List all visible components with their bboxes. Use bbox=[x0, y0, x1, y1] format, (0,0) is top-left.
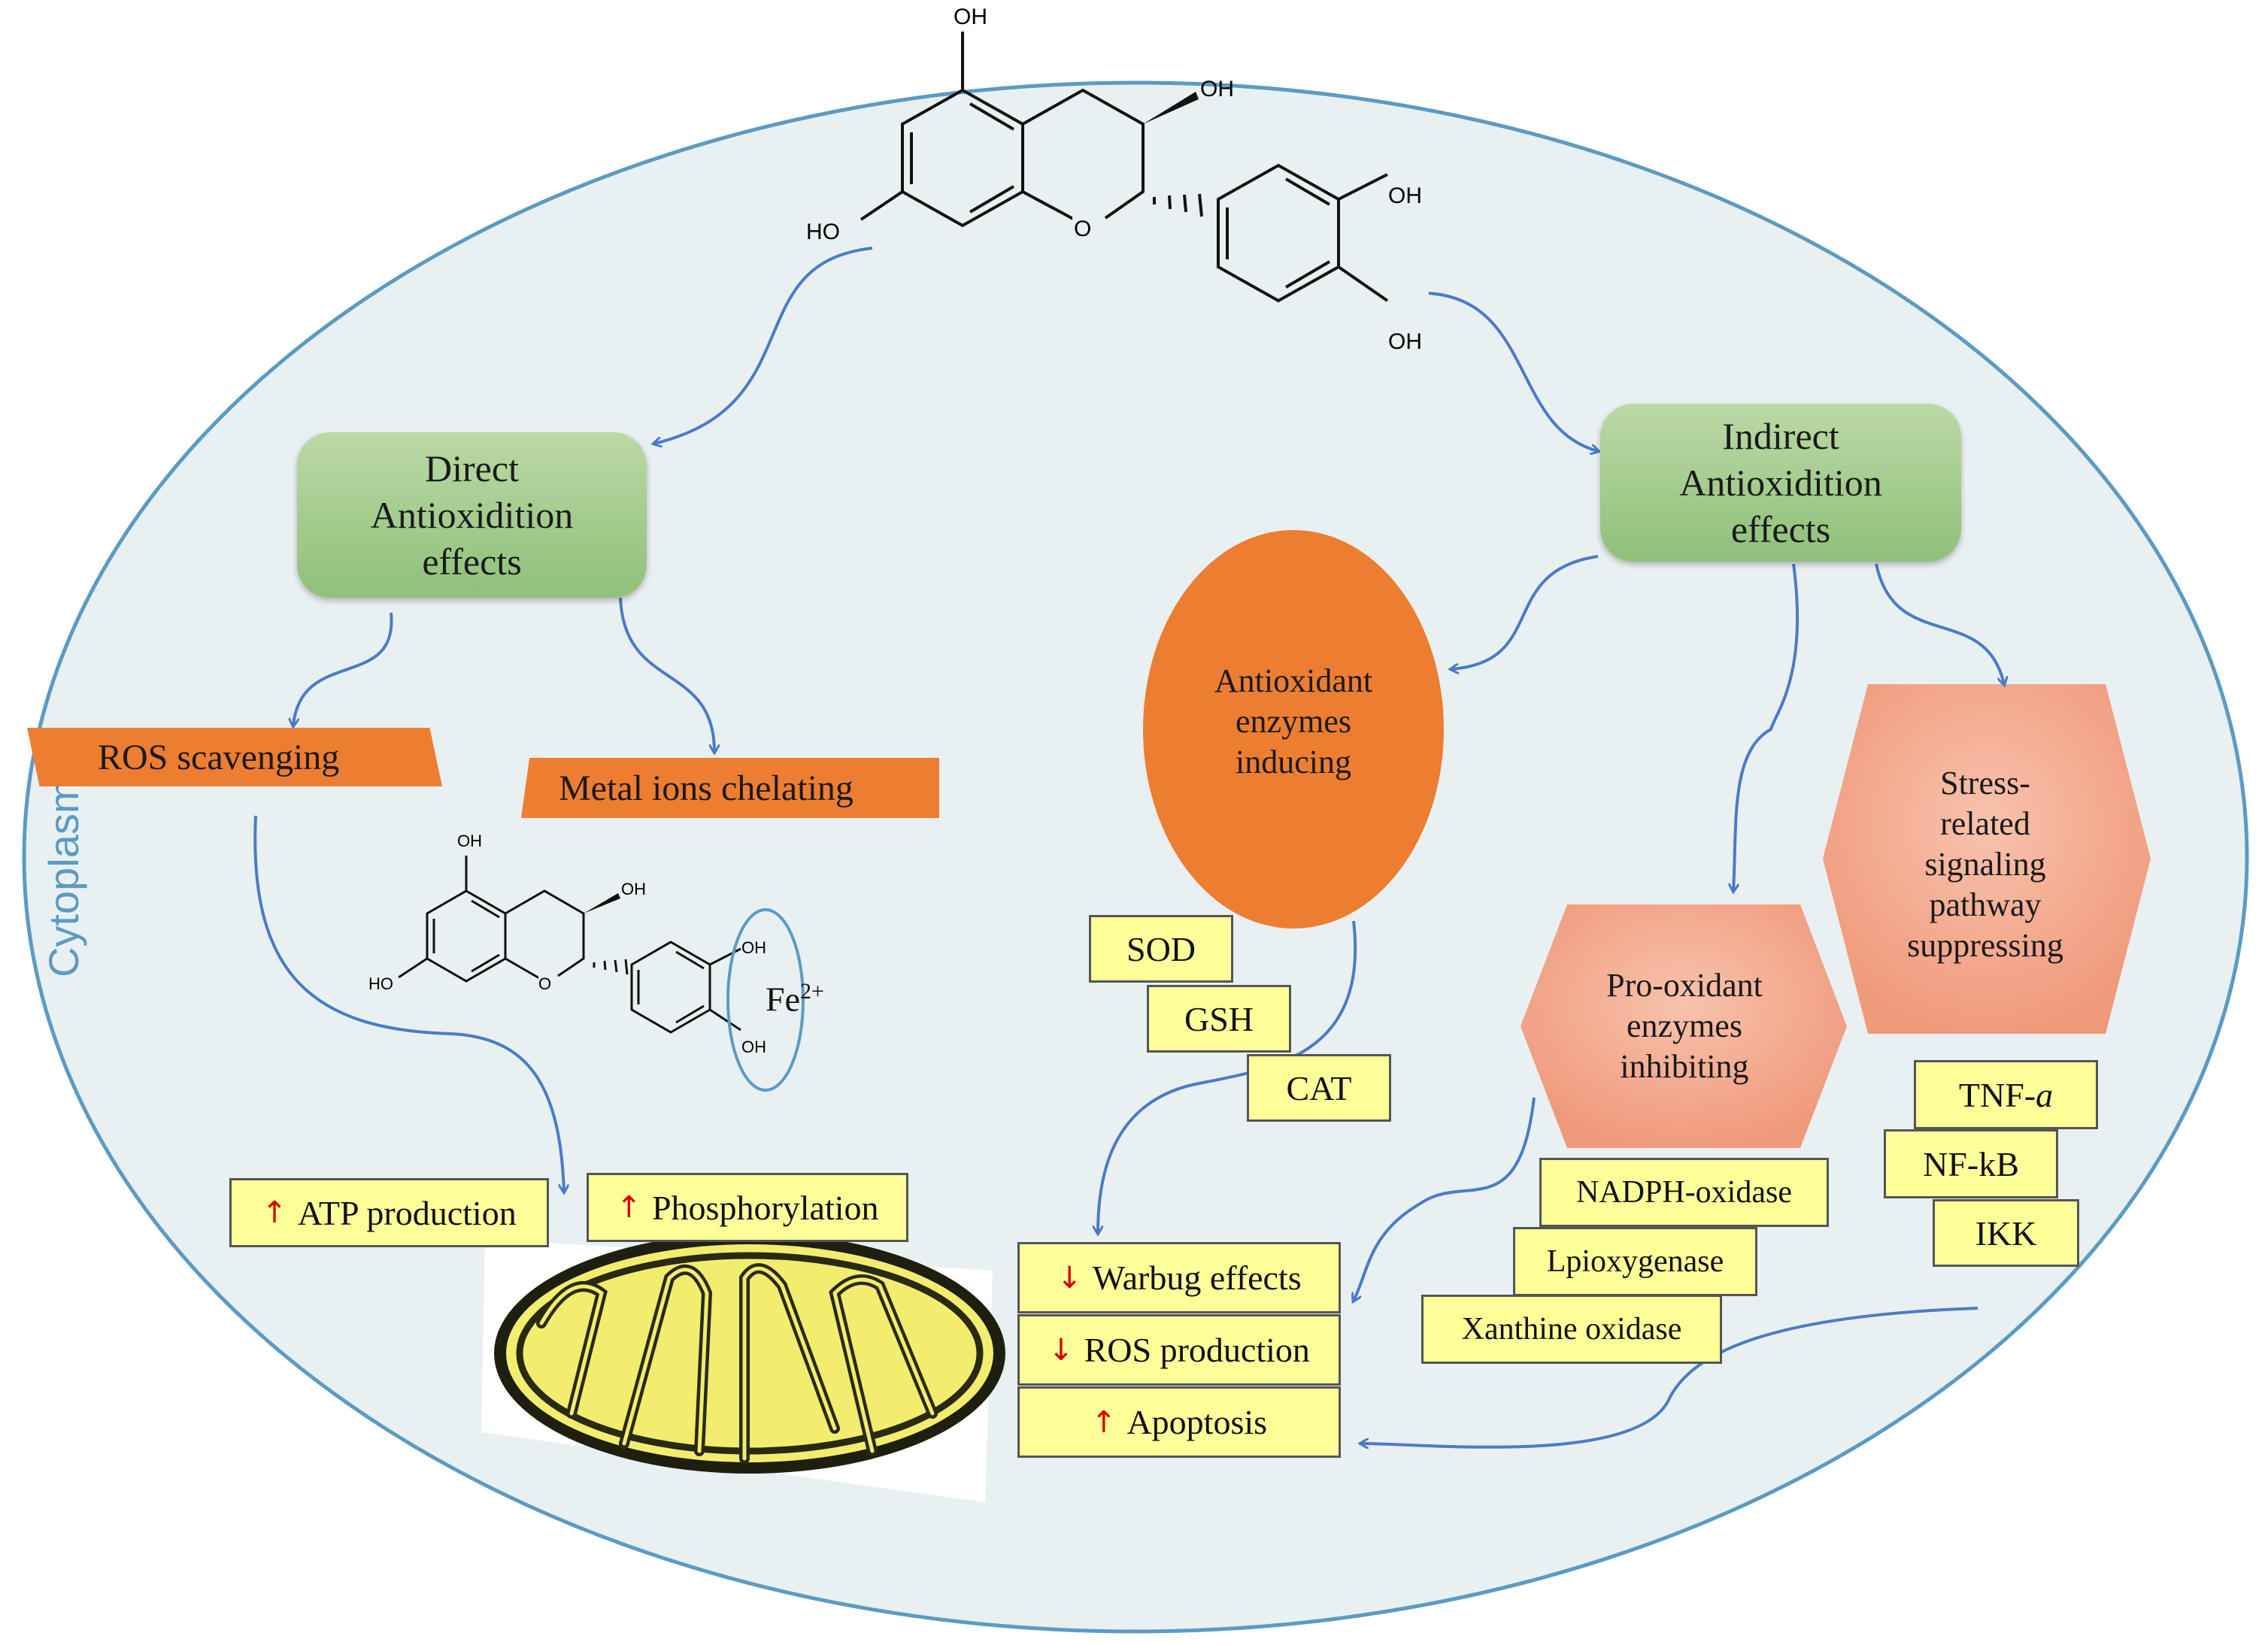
arrow-ros-to-mito bbox=[253, 815, 564, 1192]
arrows bbox=[253, 247, 2004, 1447]
mitochondrion bbox=[494, 1233, 1005, 1474]
down-arrow-icon: ↓ bbox=[1048, 1332, 1074, 1368]
down-arrow-icon: ↓ bbox=[1057, 1260, 1082, 1295]
mol-small-o-label: O bbox=[538, 974, 552, 994]
up-arrow-icon: ↑ bbox=[262, 1195, 287, 1230]
wedge-bond-small bbox=[584, 893, 620, 913]
stress-hexagon bbox=[1823, 684, 2151, 1034]
signal-box-ikk: IKK bbox=[1933, 1199, 2079, 1267]
phosphorylation-box: ↑Phosphorylation bbox=[587, 1173, 908, 1242]
ros-production-box: ↓ROS production bbox=[1017, 1314, 1341, 1386]
enzyme-box-sod: SOD bbox=[1089, 915, 1233, 983]
pro-oxidant-box-nadph: NADPH-oxidase bbox=[1539, 1158, 1829, 1227]
chelation-ellipse bbox=[726, 908, 805, 1092]
mol-top-oh-catechol1-label: OH bbox=[1388, 183, 1422, 208]
atp-production-box: ↑ATP production bbox=[229, 1178, 549, 1247]
apoptosis-box: ↑Apoptosis bbox=[1017, 1386, 1341, 1458]
pro-oxidant-hexagon bbox=[1521, 904, 1847, 1148]
enzyme-box-cat: CAT bbox=[1247, 1054, 1391, 1122]
enzyme-box-gsh: GSH bbox=[1147, 985, 1291, 1053]
arrow-direct-to-metal bbox=[619, 597, 714, 752]
arrow-indirect-to-antioxidant bbox=[1451, 555, 1599, 669]
mol-small-oh-catechol1-label: OH bbox=[741, 938, 766, 957]
arrow-prooxidant-to-outcomes bbox=[1354, 1097, 1536, 1301]
pro-oxidant-box-xanthine: Xanthine oxidase bbox=[1421, 1295, 1722, 1364]
arrow-direct-to-ros bbox=[293, 612, 393, 726]
warburg-effects-box: ↓Warbug effects bbox=[1017, 1242, 1341, 1313]
metal-ions-chelating-bar: Metal ions chelating bbox=[521, 758, 939, 818]
pro-oxidant-box-lipoxygenase: Lpioxygenase bbox=[1513, 1227, 1757, 1296]
up-arrow-icon: ↑ bbox=[616, 1190, 641, 1225]
mol-top-oh-label: OH bbox=[954, 5, 987, 29]
fe-ion-label: Fe2+ bbox=[766, 979, 824, 1019]
arrow-indirect-to-stress bbox=[1875, 563, 2004, 684]
arrow-mol-to-indirect bbox=[1428, 292, 1598, 451]
catechin-molecule-top bbox=[860, 32, 1389, 303]
mol-top-ho-label: HO bbox=[806, 220, 840, 244]
mol-top-oh-right-label: OH bbox=[1200, 77, 1234, 101]
arrow-indirect-to-prooxidant bbox=[1733, 563, 1800, 891]
arrow-signal-to-apoptosis bbox=[1361, 1307, 1978, 1447]
mol-small-oh-catechol2-label: OH bbox=[741, 1038, 766, 1056]
mol-top-o-label: O bbox=[1072, 217, 1093, 242]
up-arrow-icon: ↑ bbox=[1090, 1404, 1117, 1440]
signal-box-tnf: TNF-a bbox=[1914, 1060, 2098, 1129]
cytoplasm-label: Cytoplasm bbox=[40, 778, 87, 977]
antioxidant-enzymes-oval bbox=[1143, 530, 1444, 929]
mol-small-oh-label: OH bbox=[457, 832, 482, 850]
mol-small-ho-label: HO bbox=[368, 974, 393, 993]
signal-box-nfkb: NF-kB bbox=[1884, 1129, 2058, 1198]
hashed-bond-top bbox=[1153, 193, 1203, 217]
mol-small-oh-right-label: OH bbox=[621, 880, 646, 898]
arrow-antioxidant-to-outcomes bbox=[1098, 920, 1357, 1233]
ros-scavenging-bar: ROS scavenging bbox=[27, 728, 442, 786]
wedge-bond-top bbox=[1143, 92, 1199, 124]
arrow-mol-to-direct bbox=[654, 247, 873, 444]
hashed-bond-small bbox=[593, 959, 629, 975]
mol-top-oh-catechol2-label: OH bbox=[1388, 329, 1422, 354]
